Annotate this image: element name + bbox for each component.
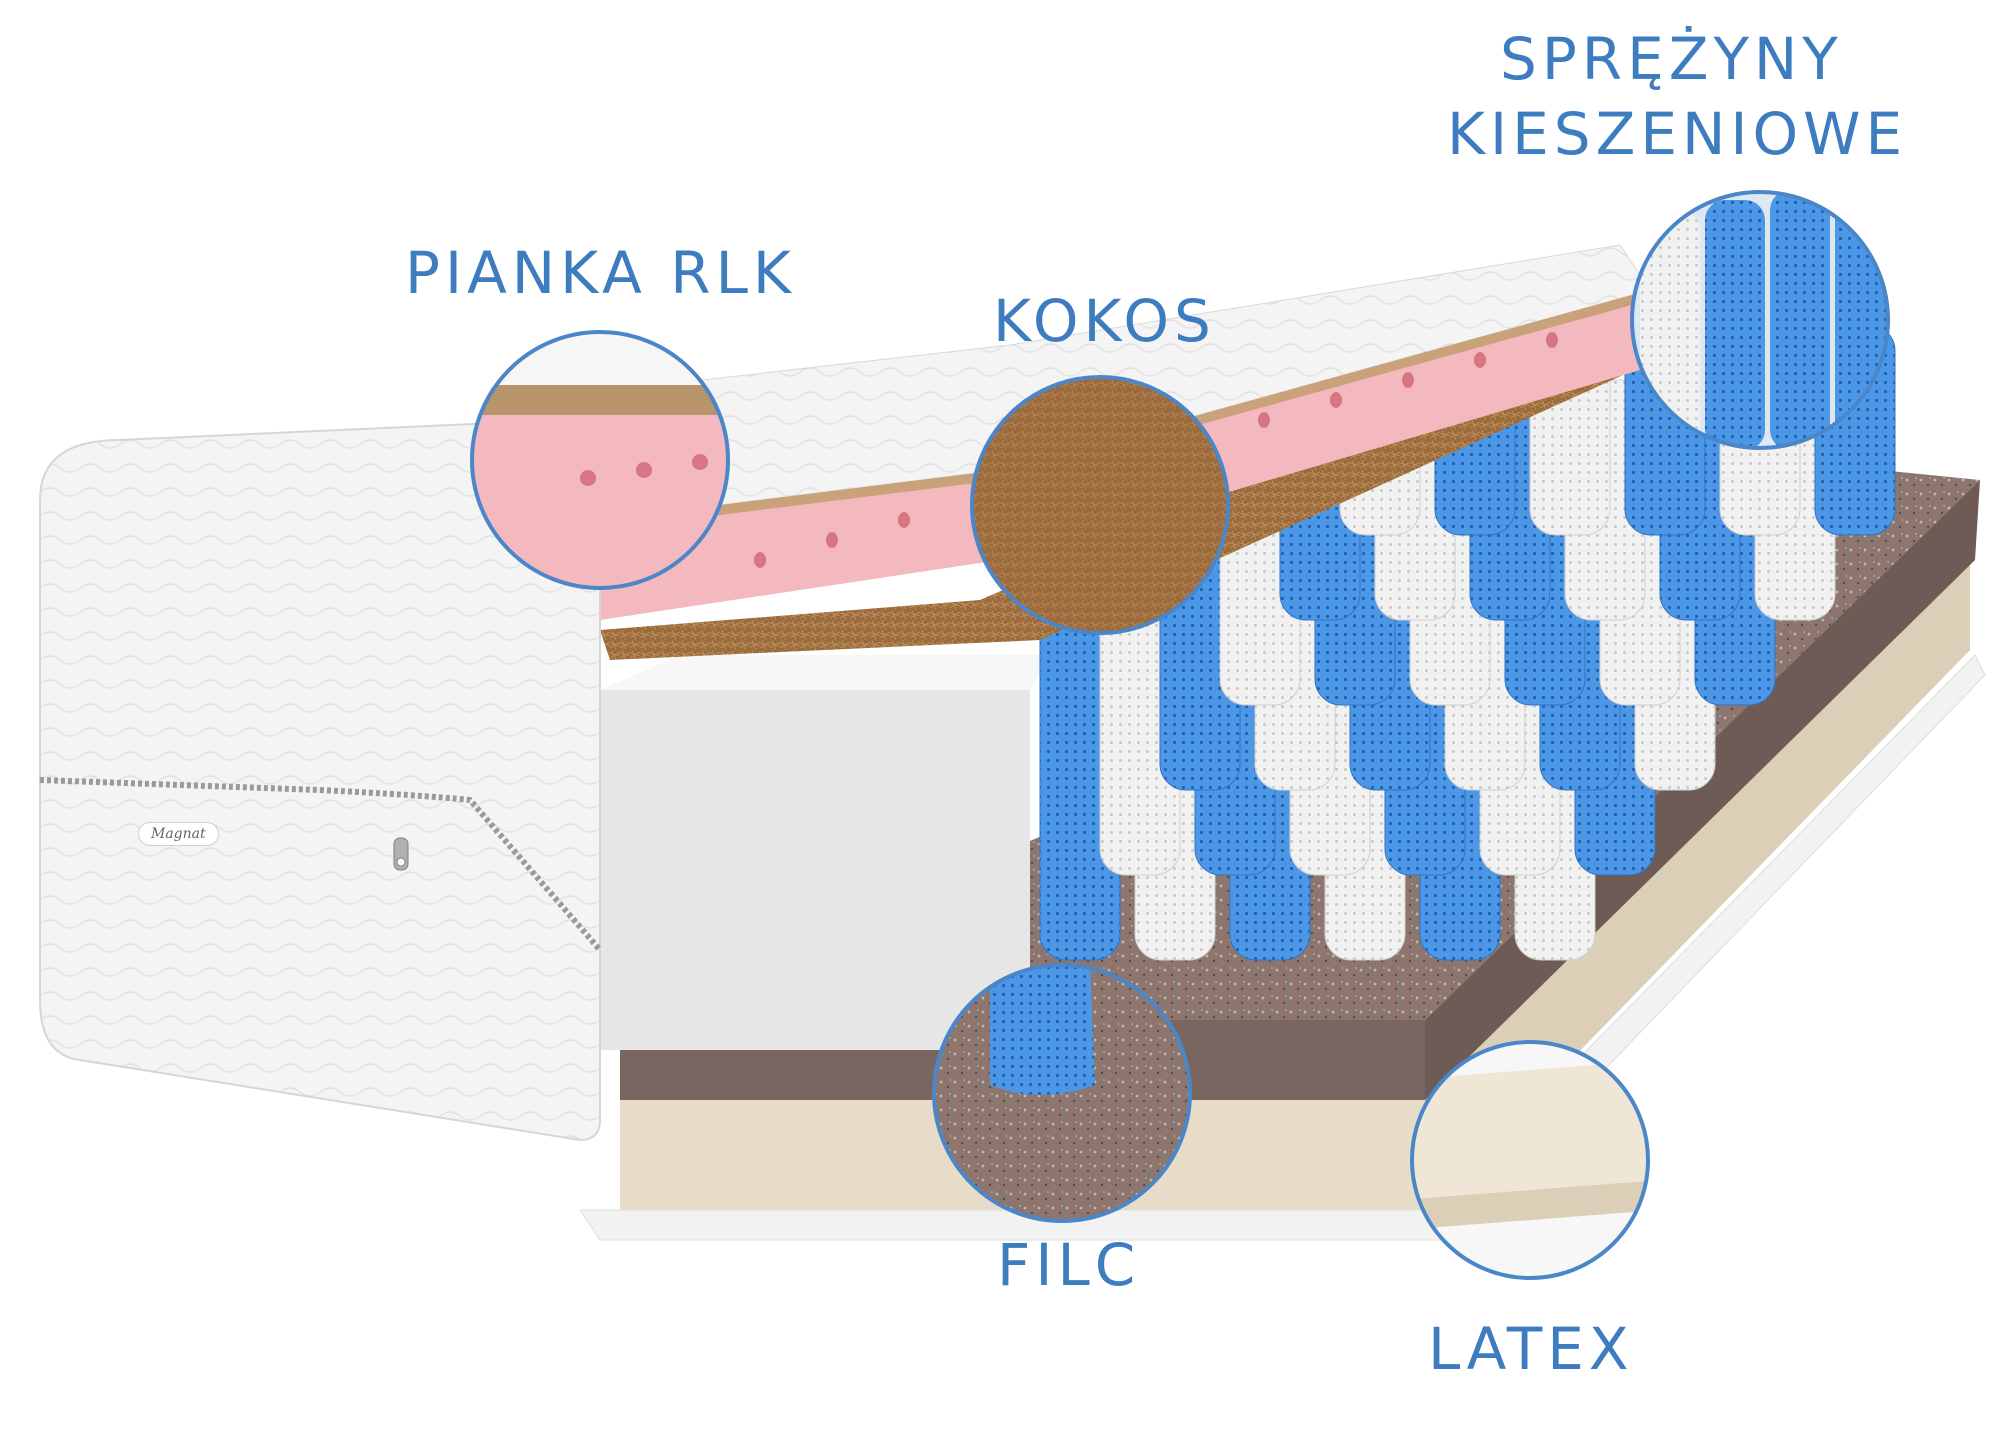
foam-hole	[1258, 412, 1270, 428]
label-springs-l1: SPRĘŻYNY	[1500, 25, 1843, 93]
foam-edge-block-front	[600, 690, 1030, 1050]
foam-hole	[1402, 372, 1414, 388]
foam-hole	[1546, 332, 1558, 348]
zipper	[39, 777, 603, 952]
zoom-circle-coconut	[970, 375, 1230, 635]
zoom-circle-latex	[1410, 1040, 1650, 1280]
foam-hole	[754, 552, 766, 568]
label-latex: LATEX	[1428, 1315, 1634, 1383]
foam-hole	[1330, 392, 1342, 408]
foam-hole	[1474, 352, 1486, 368]
brand-logo: Magnat	[138, 822, 219, 846]
pocket-springs	[1039, 324, 1896, 961]
foam-hole	[826, 532, 838, 548]
label-pianka-rlk: PIANKA RLK	[405, 239, 796, 307]
zoom-circle-felt	[932, 963, 1192, 1223]
foam-hole	[898, 512, 910, 528]
label-filc: FILC	[997, 1231, 1141, 1299]
foam-edge-block-top	[600, 655, 1050, 690]
zipper-pull-icon	[393, 837, 409, 871]
label-kokos: KOKOS	[993, 287, 1216, 355]
label-springs-l2: KIESZENIOWE	[1447, 100, 1908, 168]
